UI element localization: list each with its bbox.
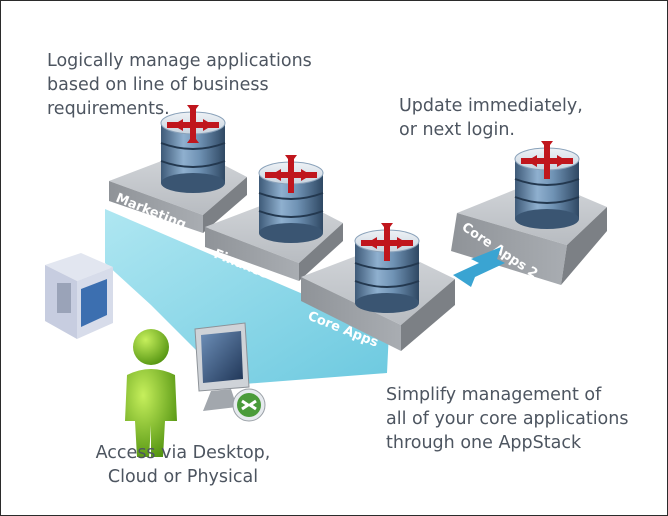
caption-line: or next login. bbox=[399, 120, 515, 140]
user-icon bbox=[125, 329, 177, 457]
projection-band bbox=[105, 209, 389, 385]
caption-line: Logically manage applications bbox=[47, 51, 312, 71]
caption-line: Update immediately, bbox=[399, 96, 583, 116]
caption-logical-management: Logically manage applications based on l… bbox=[47, 49, 312, 121]
caption-line: requirements. bbox=[47, 99, 170, 119]
database-icon bbox=[354, 223, 420, 313]
database-icon bbox=[258, 155, 324, 243]
monitor-icon bbox=[194, 322, 250, 411]
caption-line: all of your core applications bbox=[386, 409, 629, 429]
caption-line: through one AppStack bbox=[386, 433, 582, 453]
caption-line: Simplify management of bbox=[386, 385, 602, 405]
caption-update: Update immediately, or next login. bbox=[399, 94, 583, 142]
caption-line: based on line of business bbox=[47, 75, 269, 95]
caption-access: Access via Desktop, Cloud or Physical bbox=[79, 441, 289, 489]
caption-line: Access via Desktop, bbox=[95, 443, 271, 463]
virtual-desktop-icon bbox=[45, 253, 113, 339]
database-icon bbox=[160, 105, 226, 193]
caption-line: Cloud or Physical bbox=[107, 467, 259, 487]
arrow-icon bbox=[453, 247, 505, 287]
database-icon bbox=[514, 141, 580, 229]
remote-desktop-icon bbox=[232, 388, 266, 422]
caption-simplify-management: Simplify management of all of your core … bbox=[386, 383, 628, 455]
